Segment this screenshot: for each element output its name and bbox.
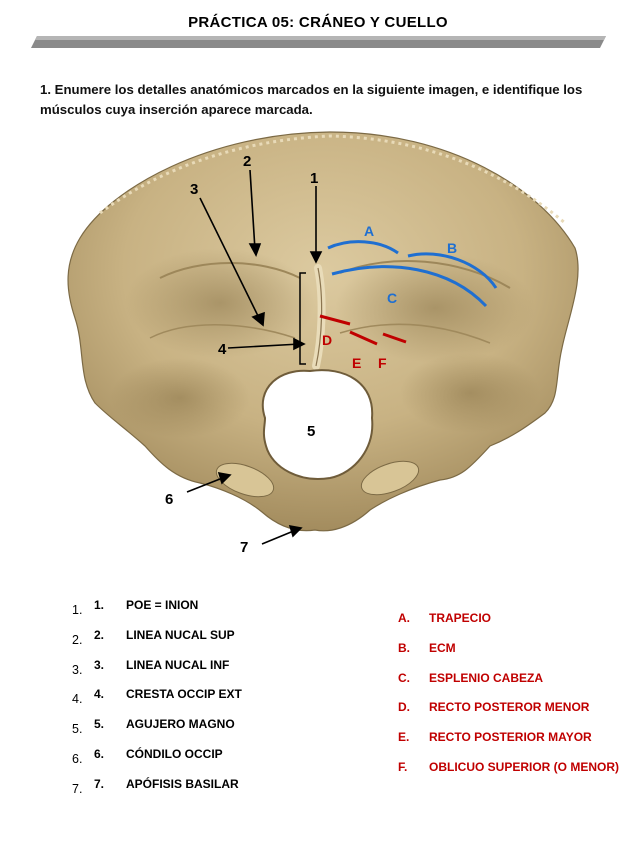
- label-3: 3: [190, 181, 198, 198]
- occipital-bone-figure: 1 2 3 4 5 6 7 A B C D E F: [67, 131, 579, 556]
- list-item: A.TRAPECIO: [398, 611, 492, 625]
- list-item: B.ECM: [398, 640, 456, 655]
- line-d: [319, 314, 351, 326]
- label-4: 4: [218, 341, 227, 358]
- line-b: [407, 252, 498, 289]
- list-item: F.OBLICUO SUPERIOR (O MENOR): [398, 759, 620, 774]
- label-b: B: [447, 240, 457, 256]
- foramen-magnum: [261, 369, 374, 480]
- anatomy-list: 1.1.POE = INION 2.2.LINEA NUCAL SUP 3.3.…: [72, 595, 332, 804]
- question-text: 1. Enumere los detalles anatómicos marca…: [40, 82, 583, 117]
- label-a: A: [364, 223, 374, 239]
- label-c: C: [387, 290, 397, 306]
- label-6: 6: [165, 491, 173, 508]
- label-d: D: [322, 332, 332, 348]
- list-item: E.RECTO POSTERIOR MAYOR: [398, 730, 592, 745]
- label-5: 5: [307, 423, 315, 440]
- label-2: 2: [243, 153, 251, 170]
- label-7: 7: [240, 539, 248, 556]
- list-item: 6.6.CÓNDILO OCCIP: [72, 746, 223, 766]
- list-item: 1.1.POE = INION: [72, 598, 199, 617]
- title-underline-bar: [31, 36, 606, 48]
- line-c: [331, 265, 488, 308]
- line-f: [382, 332, 407, 344]
- label-1: 1: [310, 170, 318, 187]
- line-a: [327, 240, 399, 255]
- list-item: 5.5.AGUJERO MAGNO: [72, 717, 235, 737]
- list-item: 2.2.LINEA NUCAL SUP: [72, 627, 235, 647]
- label-f: F: [378, 355, 387, 371]
- occipital-condyle-left: [215, 462, 275, 498]
- list-item: 4.4.CRESTA OCCIP EXT: [72, 687, 242, 707]
- list-item: 3.3.LINEA NUCAL INF: [72, 657, 230, 677]
- list-item: 7.7.APÓFISIS BASILAR: [72, 776, 239, 796]
- occipital-condyle-right: [360, 460, 420, 496]
- list-item: C.ESPLENIO CABEZA: [398, 670, 544, 685]
- line-e: [349, 330, 378, 346]
- page-title: PRÁCTICA 05: CRÁNEO Y CUELLO: [188, 14, 448, 31]
- list-item: D.RECTO POSTEROR MENOR: [398, 700, 590, 715]
- label-e: E: [352, 355, 361, 371]
- muscle-list: A.TRAPECIO B.ECM C.ESPLENIO CABEZA D.REC…: [398, 609, 636, 788]
